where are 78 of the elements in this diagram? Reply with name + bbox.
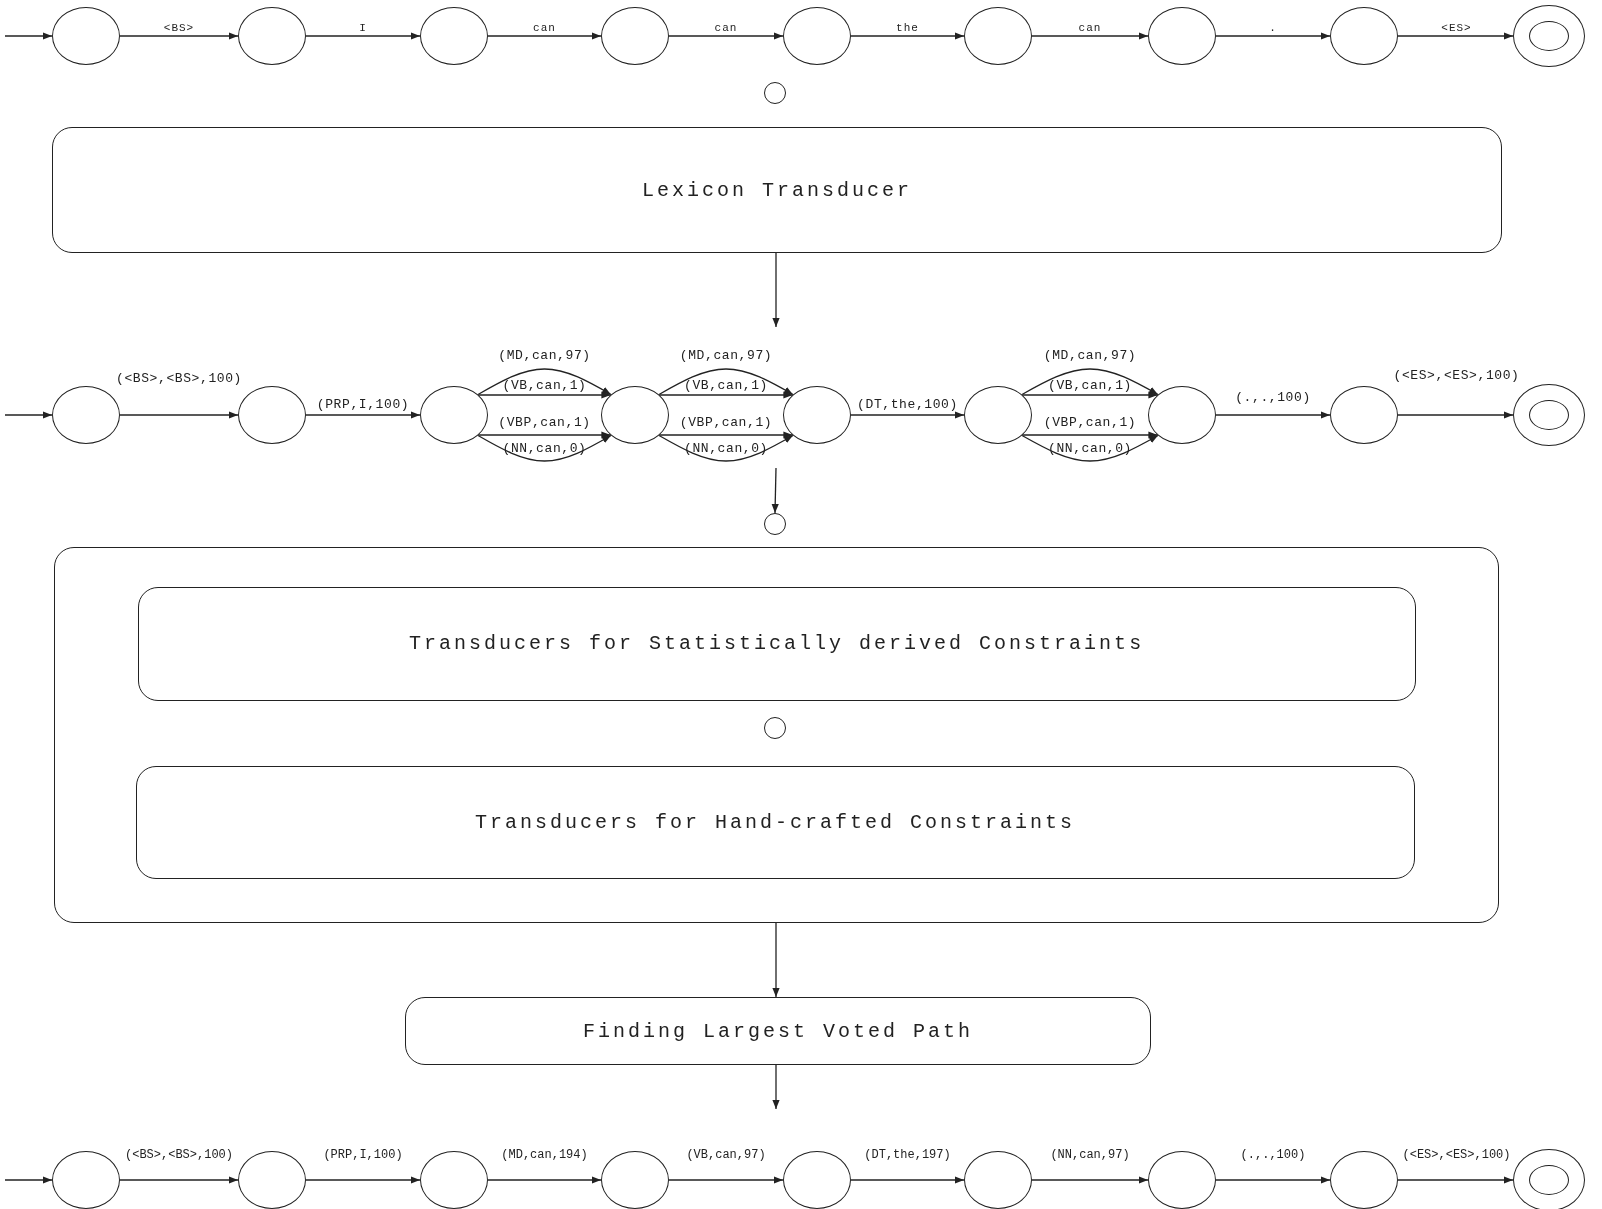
arrow [1397,1176,1514,1184]
arrow [771,467,779,514]
arrow [1215,1176,1331,1184]
arrow [305,32,421,40]
process-box [54,547,1499,923]
edge-label: (.,.,100) [1240,1149,1306,1163]
arrow [1031,1176,1149,1184]
arrow [4,1176,53,1184]
arrow [772,252,780,328]
arrow [850,32,965,40]
process-box: Finding Largest Voted Path [405,997,1151,1065]
arrow [305,1176,421,1184]
arrow [1021,434,1159,462]
arrow [658,391,794,399]
arrow [658,431,794,439]
arrow [1021,391,1159,399]
edge-label: can [1078,21,1102,35]
arrow [477,391,612,399]
arrow [1021,368,1159,396]
edge-label: (.,.,100) [1235,390,1311,406]
edge-label: . [1269,21,1277,35]
edge-label: (VBP,can,1) [498,415,591,431]
edge-label: the [896,21,919,35]
arrow [4,411,53,419]
edge-label: (<ES>,<ES>,100) [1393,368,1520,384]
arrow [487,32,602,40]
arrow [305,411,421,419]
arrow [119,32,239,40]
edge-label: I [359,21,367,35]
edge-label: (NN,can,0) [502,441,587,457]
edge-label: (MD,can,97) [1043,348,1137,364]
arrow [1021,431,1159,439]
arrow [4,32,53,40]
edge-label: (PRP,I,100) [323,1149,403,1163]
process-box: Transducers for Statistically derived Constraints [137,586,1416,701]
edge-label: (NN,can,0) [1048,441,1132,457]
edge-label: (NN,can,0) [684,441,768,457]
arrow [658,368,794,396]
edge-label: (MD,can,194) [501,1149,588,1163]
edge-label: (<BS>,<BS>,100) [116,371,242,387]
arrow [850,411,965,419]
arrow [850,1176,965,1184]
edge-label: (MD,can,97) [679,348,773,364]
arrow [119,411,239,419]
edge-label: (<BS>,<BS>,100) [125,1149,233,1163]
arrow [1215,32,1331,40]
arrow [668,32,784,40]
process-box: Lexicon Transducer [52,127,1502,253]
arrow [772,922,780,998]
arrow [477,368,612,396]
arrow [477,431,612,439]
edge-label: (VB,can,1) [684,378,768,394]
arrow [477,434,612,462]
edge-label: <ES> [1441,21,1472,35]
arrow [1397,32,1514,40]
edge-label: (DT,the,197) [864,1149,951,1163]
edge-label: can [714,21,738,35]
edge-label: (VB,can,1) [1048,378,1132,394]
edge-label: (NN,can,97) [1050,1149,1130,1163]
arrow [668,1176,784,1184]
edge-label: (<ES>,<ES>,100) [1402,1149,1511,1163]
edge-label: (VBP,can,1) [679,415,773,431]
arrow [772,1064,780,1110]
edge-label: can [533,21,556,35]
edge-label: <BS> [163,21,195,35]
edge-label: (VBP,can,1) [1043,415,1137,431]
edge-label: (MD,can,97) [498,348,591,364]
arrow [1215,411,1331,419]
edge-label: (VB,can,1) [502,378,587,394]
edge-label: (PRP,I,100) [316,397,410,413]
arrow [487,1176,602,1184]
process-box: Transducers for Hand-crafted Constraints [135,765,1415,879]
edge-label: (DT,the,100) [857,397,958,413]
arrow [1031,32,1149,40]
arrow [119,1176,239,1184]
arrow [1397,411,1514,419]
arrow [658,434,794,462]
edge-label: (VB,can,97) [686,1149,766,1163]
